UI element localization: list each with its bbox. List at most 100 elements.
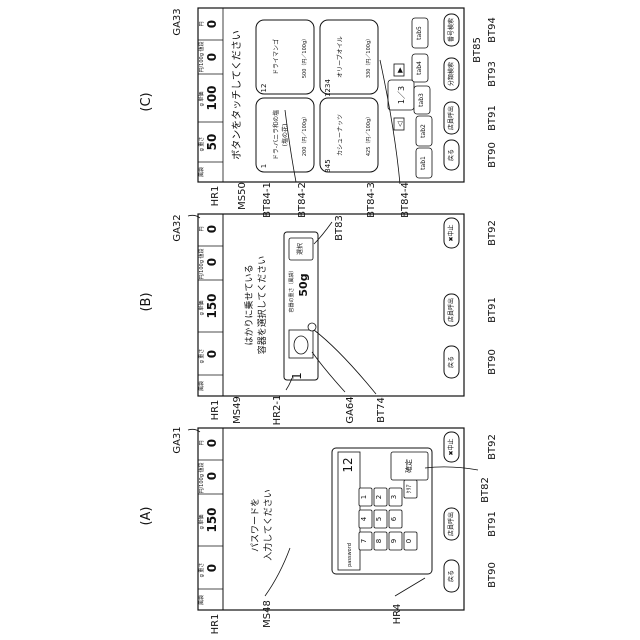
c-h1-small: 風袋 <box>198 167 205 177</box>
c-message: ボタンをタッチしてください <box>231 30 243 159</box>
c-h3-value: 100 <box>205 85 219 110</box>
a-h3-value: 150 <box>205 507 219 532</box>
c-h4-value: 0 <box>205 53 219 61</box>
container-weight: 50g <box>297 273 310 296</box>
a-h2-value: 0 <box>205 564 219 572</box>
c-h4-small: 円/100g 値段 <box>198 42 205 73</box>
callout-ga32: GA32 <box>172 214 183 241</box>
product-price: 330（円／100g） <box>366 36 372 78</box>
key-5-label: 5 <box>375 517 383 521</box>
panel-a-screen: 風袋 g 重さ 0 g 単価 150 円/100g 値段 0 円 0 パスワード… <box>198 428 464 610</box>
callout-bt84-2: BT84-2 <box>297 182 308 218</box>
b-h2-value: 0 <box>205 350 219 358</box>
callout-bt84-1: BT84-1 <box>262 182 273 218</box>
panel-a: (A) 風袋 g 重さ 0 g 単価 150 円/100g 値段 0 円 0 <box>139 426 498 634</box>
b-h4-small: 円/100g 値段 <box>198 249 205 280</box>
panel-b-screen: 風袋 g 重さ 0 g 単価 150 円/100g 値段 0 円 0 はかりに乗… <box>198 214 464 396</box>
page-next-icon: ▶ <box>396 67 404 73</box>
product-name-line: オリーブオイル <box>336 36 344 78</box>
key-9-label: 9 <box>390 539 398 543</box>
b-bottom-buttons: 戻る 店員呼出 ✖中止 <box>444 218 459 378</box>
tab-5-label: tab5 <box>416 26 423 40</box>
callout-ms49: MS49 <box>232 396 243 424</box>
panel-c-letter: (C) <box>139 92 154 111</box>
callout-bt92-a: BT92 <box>487 434 498 460</box>
product-name-line: ドライマンゴ <box>272 39 280 75</box>
container-card[interactable]: 1 容器の重さ（風袋） 50g 選択 <box>284 232 318 380</box>
b-back-label: 戻る <box>447 356 455 368</box>
callout-bt74: BT74 <box>376 397 387 423</box>
panel-c: (C) 風袋 g 重さ 50 g 単価 100 円/100g 値段 0 円 0 … <box>139 8 498 218</box>
callout-bt91-b: BT91 <box>487 297 498 323</box>
a-h2-small: g 重さ <box>198 563 205 578</box>
callout-bt85: BT85 <box>472 37 483 63</box>
key-0-label: 0 <box>405 539 413 543</box>
callout-hr4: HR4 <box>392 604 403 625</box>
page-prev-icon: ◁ <box>396 121 404 127</box>
b-message-line-2: 容器を選択してください <box>256 256 268 354</box>
c-call-staff-label: 店員呼出 <box>447 106 455 130</box>
callout-bt93: BT93 <box>487 61 498 87</box>
a-h3-small: g 単価 <box>198 515 205 530</box>
tab-2-label: tab2 <box>420 124 427 138</box>
callout-hr2-1: HR2-1 <box>272 395 283 426</box>
callout-hr1-a: HR1 <box>210 614 221 635</box>
callout-bt90-a: BT90 <box>487 562 498 588</box>
b-h3-small: g 単価 <box>198 301 205 316</box>
a-h4-value: 0 <box>205 472 219 480</box>
a-message-line-2: 入力してください <box>262 489 274 560</box>
panel-b: (B) 風袋 g 重さ 0 g 単価 150 円/100g 値段 0 円 0 は… <box>139 214 498 425</box>
tab-1-label: tab1 <box>420 156 427 170</box>
callout-bt82: BT82 <box>480 477 491 503</box>
b-h5-value: 0 <box>205 225 219 233</box>
a-call-staff-label: 店員呼出 <box>447 512 455 536</box>
a-h4-small: 円/100g 値段 <box>198 463 205 494</box>
a-h1-small: 風袋 <box>198 595 205 605</box>
container-delete-icon[interactable] <box>308 323 316 331</box>
callout-bt91-a: BT91 <box>487 511 498 537</box>
callout-ms50: MS50 <box>237 182 248 210</box>
product-price: 425（円／100g） <box>366 114 372 156</box>
key-2-label: 2 <box>375 495 383 499</box>
c-back-label: 戻る <box>447 149 455 161</box>
callout-hr1-b: HR1 <box>210 400 221 421</box>
a-cancel-label: ✖中止 <box>447 438 455 455</box>
panel-b-letter: (B) <box>139 292 154 311</box>
c-h3-small: g 単価 <box>198 92 205 107</box>
product-code: 1 <box>260 164 268 168</box>
c-h2-small: g 重さ <box>198 137 205 152</box>
key-1-label: 1 <box>360 495 368 499</box>
callout-bt91-c: BT91 <box>487 105 498 131</box>
product-code: 1234 <box>324 79 332 97</box>
callout-bt90-b: BT90 <box>487 349 498 375</box>
callout-bt94: BT94 <box>487 17 498 43</box>
callout-bt83-b: BT83 <box>334 215 345 241</box>
b-h4-value: 0 <box>205 258 219 266</box>
product-price: 200（円／100g） <box>302 114 308 156</box>
callout-bt92-b: BT92 <box>487 220 498 246</box>
tab-4-label: tab4 <box>416 61 423 75</box>
tab-3-label: tab3 <box>418 93 425 107</box>
key-7-label: 7 <box>360 539 368 543</box>
password-value: 12 <box>341 457 355 472</box>
callout-bt84-3: BT84-3 <box>366 182 377 218</box>
confirm-key-label: 確定 <box>404 459 413 473</box>
password-keypad[interactable]: password 12 7418529630ｸﾘｱ 確定 <box>332 448 432 574</box>
b-message-line-1: はかりに乗せている <box>243 264 255 345</box>
b-call-staff-label: 店員呼出 <box>447 298 455 322</box>
callout-bt90-c: BT90 <box>487 142 498 168</box>
key-4-label: 4 <box>360 516 368 521</box>
b-h1-small: 風袋 <box>198 381 205 391</box>
product-name-line: (塩の花) <box>281 124 289 147</box>
a-back-label: 戻る <box>447 570 455 582</box>
product-name-line: ドラ-バニラ和の塩 <box>272 110 280 160</box>
b-h2-small: g 重さ <box>198 349 205 364</box>
b-h3-value: 150 <box>205 293 219 318</box>
category-search-label: 分類検索 <box>447 62 455 86</box>
callout-ga31: GA31 <box>172 426 183 453</box>
product-name-line: カシューナッツ <box>337 114 344 156</box>
product-price: 500（円／100g） <box>302 36 308 78</box>
a-bottom-buttons: 戻る 店員呼出 ✖中止 <box>444 432 459 592</box>
callout-ga33: GA33 <box>172 8 183 35</box>
